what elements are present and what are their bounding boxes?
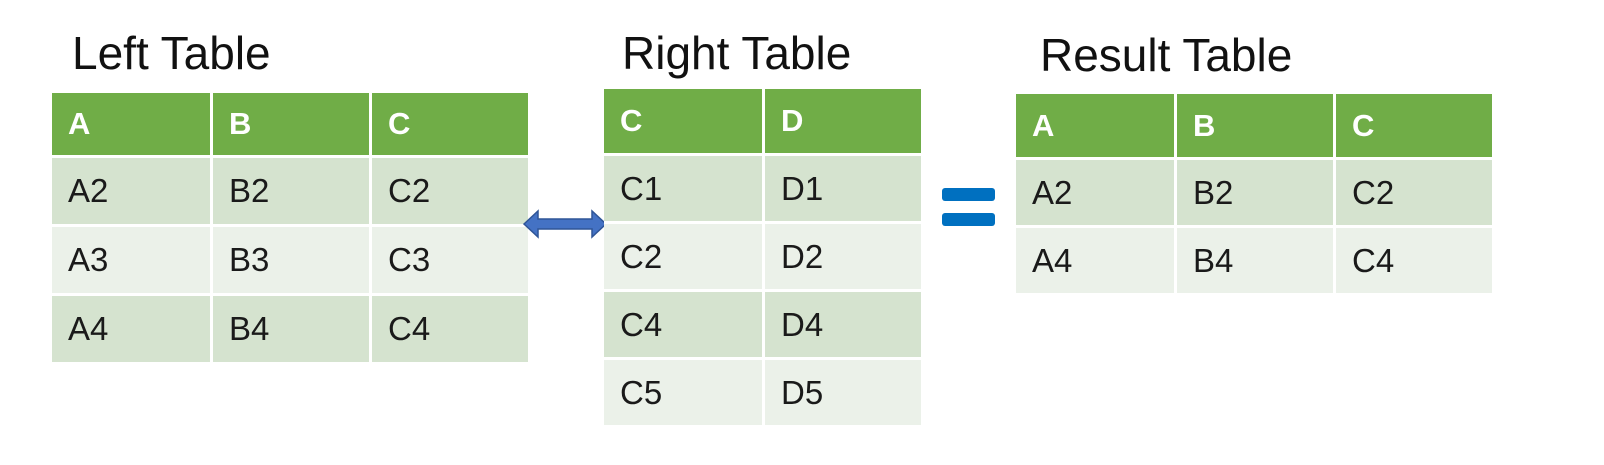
table-cell: A2 <box>1016 160 1174 225</box>
column-header: A <box>52 93 210 155</box>
column-header: B <box>210 93 369 155</box>
column-header: D <box>762 89 921 153</box>
double-arrow-icon <box>522 209 608 239</box>
table-cell: D5 <box>762 360 921 425</box>
table-cell: A2 <box>52 158 210 224</box>
table-cell: B3 <box>210 227 369 293</box>
table-cell: B4 <box>1174 228 1333 293</box>
table-cell: C1 <box>604 156 762 221</box>
table-cell: A4 <box>52 296 210 362</box>
table-cell: B2 <box>210 158 369 224</box>
table-cell: D1 <box>762 156 921 221</box>
table-cell: C4 <box>604 292 762 357</box>
table-cell: C4 <box>369 296 528 362</box>
table-cell: C2 <box>369 158 528 224</box>
table-cell: D2 <box>762 224 921 289</box>
right-table-title: Right Table <box>622 27 852 79</box>
column-header: C <box>604 89 762 153</box>
column-header: C <box>1333 94 1492 157</box>
table-cell: C4 <box>1333 228 1492 293</box>
result-table-title: Result Table <box>1040 29 1293 81</box>
table-cell: B2 <box>1174 160 1333 225</box>
table-cell: A4 <box>1016 228 1174 293</box>
table-cell: C2 <box>604 224 762 289</box>
column-header: C <box>369 93 528 155</box>
column-header: A <box>1016 94 1174 157</box>
table-cell: C3 <box>369 227 528 293</box>
left-table-title: Left Table <box>72 27 271 79</box>
table-cell: B4 <box>210 296 369 362</box>
table-cell: A3 <box>52 227 210 293</box>
column-header: B <box>1174 94 1333 157</box>
table-cell: C2 <box>1333 160 1492 225</box>
table-cell: C5 <box>604 360 762 425</box>
equals-icon <box>942 188 995 226</box>
table-cell: D4 <box>762 292 921 357</box>
